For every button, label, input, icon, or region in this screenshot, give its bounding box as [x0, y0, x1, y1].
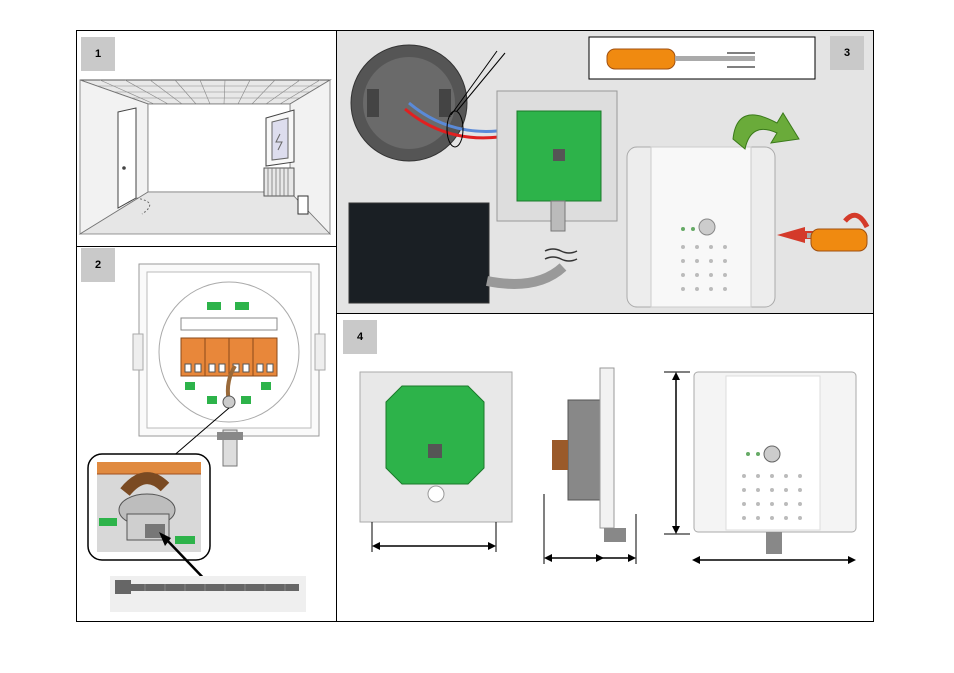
divider-left-horizontal: [76, 246, 337, 247]
panel-4-number-badge: 4: [343, 320, 377, 354]
panel-3-number-badge: 3: [830, 36, 864, 70]
panel-1-room-illustration: [80, 74, 334, 244]
panel-4-dimension-illustration: [340, 364, 870, 574]
panel-1-number-badge: 1: [81, 37, 115, 71]
panel-3-installation-illustration: [337, 31, 873, 313]
panel-2-wiring-illustration: [85, 262, 325, 614]
divider-right-horizontal: [336, 313, 874, 314]
panel-2-number-badge: 2: [81, 248, 115, 282]
